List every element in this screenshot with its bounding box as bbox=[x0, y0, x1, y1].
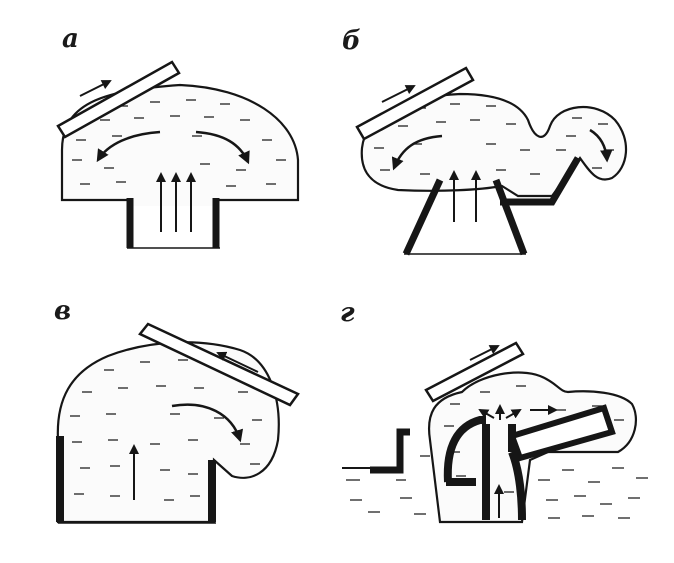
panel-label-b: б bbox=[342, 26, 361, 56]
panel-b bbox=[357, 68, 626, 254]
panel-label-a: а bbox=[62, 24, 79, 54]
panel-v bbox=[58, 324, 298, 523]
panel-g bbox=[342, 343, 648, 522]
panel-label-g: г bbox=[340, 298, 355, 328]
panel-a-liquid-dome bbox=[62, 85, 298, 200]
panel-a-inlet-gap bbox=[128, 196, 218, 206]
panel-label-v: в bbox=[54, 296, 71, 326]
panel-g-step-block bbox=[370, 432, 410, 470]
panel-a-plate-arrow bbox=[80, 81, 110, 96]
panel-a bbox=[58, 62, 298, 248]
